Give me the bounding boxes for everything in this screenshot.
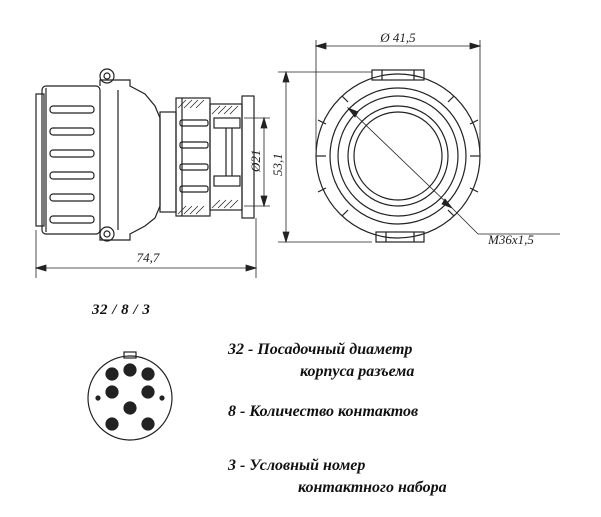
length-dimension-label: 74,7 [137,250,160,265]
outer-diameter-label: Ø 41,5 [379,30,416,45]
legend-dash: - [240,403,246,420]
legend-continuation: корпуса разъема [300,363,415,380]
front-dimensions [314,40,560,235]
legend-item: 8- Количество контактов [228,402,418,422]
inner-diameter-label: Ø21 [248,150,263,173]
legend-number: 32 [228,341,244,358]
legend-item: 3-Условный номер [228,456,365,476]
thread-label: M36x1,5 [487,232,534,247]
side-dimensions [34,70,372,278]
height-dimension-label: 53,1 [270,153,285,176]
legend-number: 8 [228,403,236,420]
contact-layout [87,351,173,441]
legend-item: 32-Посадочный диаметр [228,340,412,360]
legend-text: Условный номер [249,457,366,474]
legend-number: 3 [228,457,236,474]
side-hatching [177,99,239,215]
connector-code: 32 / 8 / 3 [92,302,151,318]
side-view [35,68,255,242]
legend-text: Посадочный диаметр [257,341,413,358]
legend-continuation: контактного набора [298,479,447,496]
front-view [315,69,481,243]
legend-text: Количество контактов [249,403,419,420]
legend-dash: - [248,341,254,358]
legend-dash: - [240,457,246,474]
